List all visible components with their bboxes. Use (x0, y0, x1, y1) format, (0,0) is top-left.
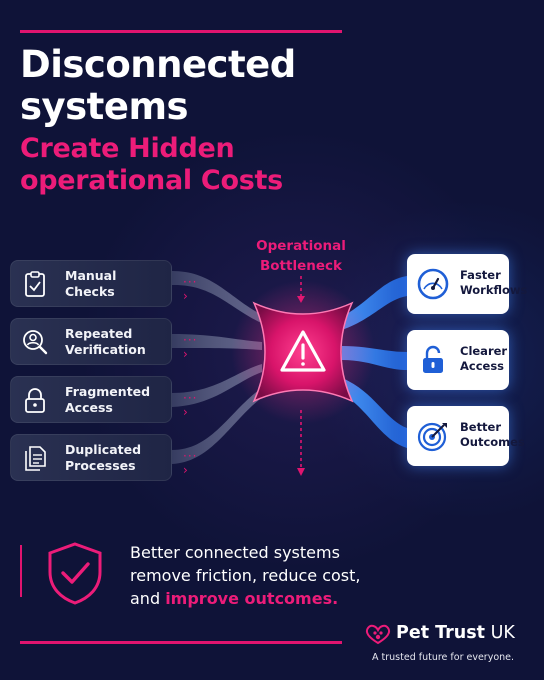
brand-name: Pet Trust UK (396, 623, 515, 643)
documents-icon (25, 446, 46, 471)
dotted-arrow: ··· › (183, 333, 198, 361)
clipboard-check-icon (25, 271, 45, 297)
target-icon (417, 422, 447, 452)
page-title: Disconnected systems (20, 44, 296, 128)
footer-highlight: improve outcomes. (165, 589, 339, 608)
title-line-1: Disconnected (20, 43, 296, 86)
shield-check-icon (48, 542, 102, 605)
padlock-icon (25, 388, 45, 413)
dotted-arrow: ··· › (183, 449, 198, 477)
unlocked-padlock-icon (423, 345, 443, 373)
subtitle-line-1: Create Hidden (20, 133, 235, 164)
speedometer-icon (417, 268, 449, 300)
flow-arrow-out (297, 468, 305, 476)
top-accent-rule (20, 30, 342, 33)
bottleneck-label: Operational Bottleneck (256, 238, 346, 274)
subtitle-line-2: operational Costs (20, 165, 283, 196)
brand-tagline: A trusted future for everyone. (372, 652, 515, 663)
heart-paw-logo-icon (365, 624, 391, 645)
page-subtitle: Create Hidden operational Costs (20, 133, 283, 197)
dotted-arrow: ··· › (183, 275, 198, 303)
bottom-accent-rule (20, 641, 342, 644)
warning-icon (280, 330, 326, 372)
user-search-icon (23, 330, 48, 355)
title-line-2: systems (20, 85, 189, 128)
footer-message: Better connected systems remove friction… (130, 543, 361, 608)
dotted-arrow: ··· › (183, 391, 198, 419)
footer-accent-bar (20, 545, 22, 597)
